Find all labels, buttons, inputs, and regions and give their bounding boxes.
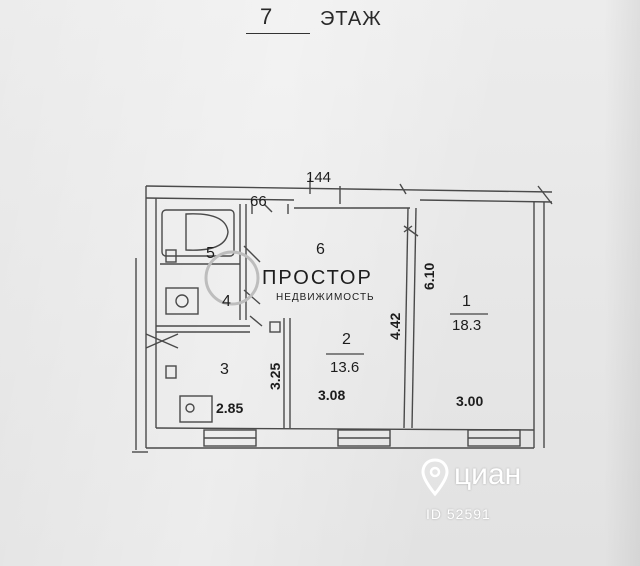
dim-top-width: 144 — [306, 169, 331, 186]
door-room1 — [403, 225, 419, 237]
watermark-subtitle: НЕДВИЖИМОСТЬ — [276, 292, 375, 303]
cian-brand: циан — [454, 458, 522, 491]
dim-tick-7 — [403, 225, 413, 233]
wall-room1-room2-b — [411, 207, 417, 429]
dim-room3-height: 3.25 — [267, 363, 283, 390]
vent-2 — [165, 365, 177, 379]
stove-burner — [185, 403, 195, 413]
plan-linework — [132, 178, 553, 453]
floor-header: 7 ЭТАЖ — [246, 4, 416, 38]
room-1-area: 18.3 — [452, 317, 481, 334]
entry-cross-b — [145, 333, 179, 349]
floor-number: 7 — [260, 4, 273, 29]
bathtub — [161, 209, 235, 257]
door-bath — [243, 245, 261, 263]
stove — [179, 395, 213, 423]
floor-underline — [246, 33, 310, 34]
dim-room2-height: 4.42 — [387, 313, 403, 340]
dim-tick-5 — [263, 203, 273, 213]
wall-top-inner-right — [419, 199, 553, 203]
dim-room1-width: 3.00 — [456, 393, 483, 409]
room-5-number: 5 — [206, 245, 215, 262]
dim-room2-width: 3.08 — [318, 387, 345, 403]
dim-tick-6 — [249, 315, 263, 327]
vent-3 — [269, 321, 281, 333]
location-pin-icon — [421, 458, 449, 497]
vent-1 — [165, 249, 177, 263]
wall-top — [145, 185, 553, 193]
room-2-number: 2 — [342, 331, 351, 348]
dim-corridor-width: 66 — [250, 193, 267, 210]
bathtub-bowl — [185, 213, 229, 251]
wall-top-inner — [145, 197, 295, 201]
dim-tick-3 — [399, 183, 407, 195]
room-4-number: 4 — [222, 293, 231, 310]
toilet-bowl — [175, 294, 189, 308]
room-6-number: 6 — [316, 241, 325, 258]
wall-room1-room2 — [403, 207, 409, 429]
floor-label: ЭТАЖ — [320, 8, 382, 30]
door-wc — [243, 289, 261, 305]
room-2-area: 13.6 — [330, 359, 359, 376]
listing-id: ID 52591 — [426, 506, 491, 522]
dim-room1-height: 6.10 — [421, 263, 437, 290]
cian-watermark: циан ID 52591 — [420, 452, 580, 532]
room-1-number: 1 — [462, 293, 471, 310]
room-3-number: 3 — [220, 361, 229, 378]
paper-edge-shade — [604, 0, 640, 566]
dim-tick-4 — [537, 185, 553, 205]
watermark-logo: ПРОСТОР НЕДВИЖИМОСТЬ — [204, 250, 375, 306]
dim-room3-width: 2.85 — [216, 400, 243, 416]
toilet-box — [165, 287, 199, 315]
watermark-title: ПРОСТОР — [262, 267, 373, 289]
watermark-logo-icon — [204, 250, 260, 306]
